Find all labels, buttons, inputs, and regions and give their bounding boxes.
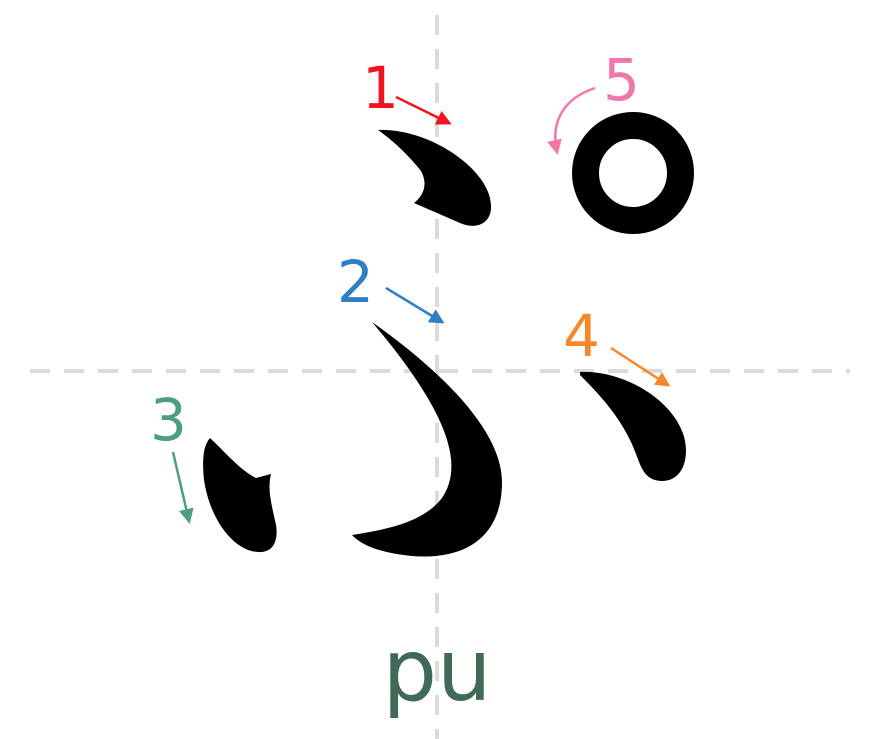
stroke-3 — [203, 438, 277, 553]
stroke-2-arrow — [385, 286, 445, 324]
stroke-number-3: 3 — [150, 386, 187, 454]
stroke-1-arrow — [395, 95, 452, 125]
stroke-number-5: 5 — [603, 46, 640, 114]
stroke-numbers: 1 2 3 4 5 — [150, 46, 671, 524]
stroke-number-1: 1 — [362, 54, 399, 122]
stroke-1 — [378, 129, 492, 226]
stroke-5-arrow — [547, 86, 596, 155]
stroke-number-2: 2 — [337, 248, 374, 316]
stroke-2 — [352, 322, 502, 557]
strokes — [203, 112, 694, 557]
romaji-label: pu — [382, 621, 491, 721]
stroke-4 — [580, 371, 686, 481]
stroke-number-4: 4 — [563, 302, 600, 370]
stroke-5-handakuten — [572, 112, 694, 234]
stroke-4-arrow — [610, 346, 671, 387]
stroke-3-arrow — [171, 451, 194, 524]
guide-lines — [30, 15, 850, 739]
